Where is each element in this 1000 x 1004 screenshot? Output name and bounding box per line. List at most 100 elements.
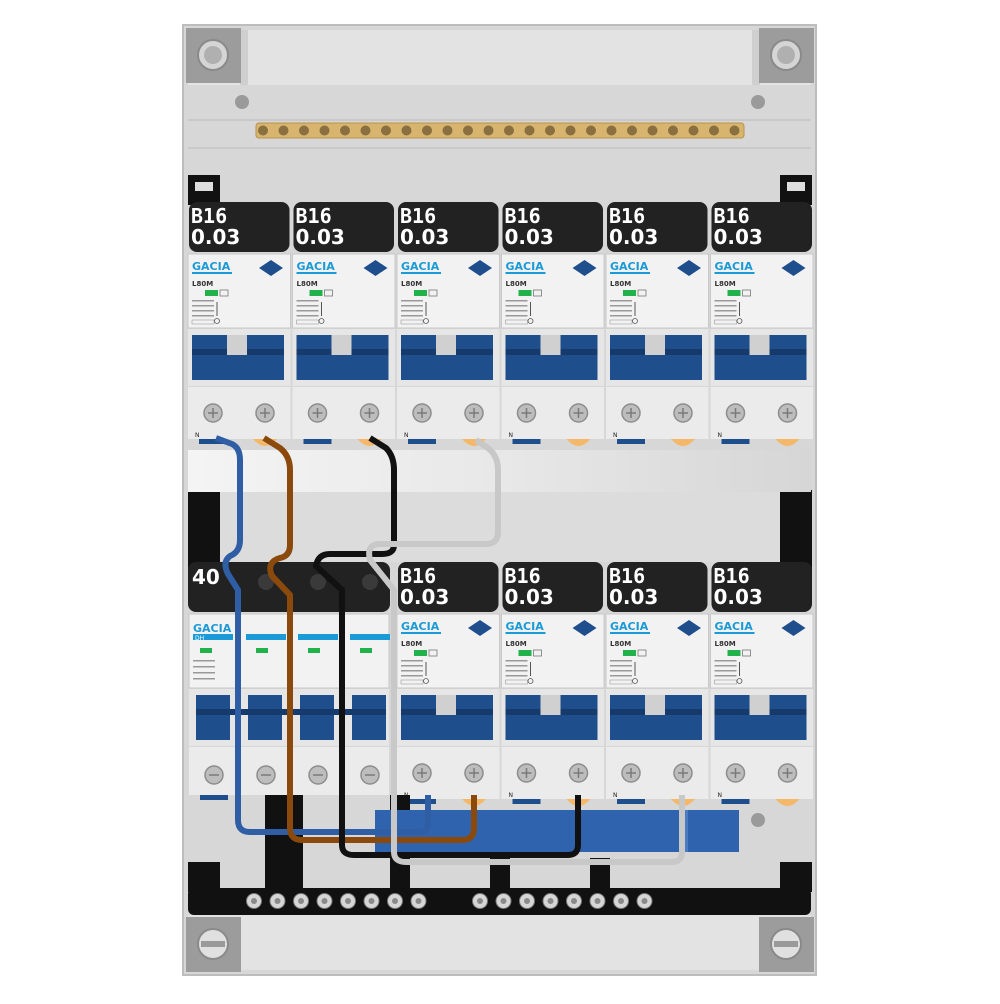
comb-connector	[775, 439, 800, 446]
brand-logo-icon	[572, 260, 597, 276]
terminal-clip	[617, 799, 645, 804]
spec-text-line	[505, 670, 528, 672]
model-label: L80M	[610, 640, 631, 648]
test-symbol-icon	[214, 318, 220, 324]
spec-box-icon	[219, 289, 229, 297]
terminal-clip	[721, 799, 750, 804]
spec-box-icon	[742, 649, 751, 657]
spec-text-line	[610, 300, 632, 302]
brand-logo-icon	[781, 620, 806, 636]
screw-slot	[547, 898, 554, 904]
spec-text-line	[193, 666, 215, 668]
spec-text-line	[714, 315, 737, 317]
spec-box-icon	[533, 289, 542, 297]
brand-logo-icon	[677, 260, 701, 276]
spec-text-line	[505, 315, 528, 317]
corner-screw-top-left	[186, 28, 241, 83]
breaker-rating-label: B16	[714, 204, 750, 228]
pole-label: N	[404, 432, 409, 439]
brand-label: GACIA	[192, 260, 231, 273]
spec-text-line	[192, 310, 214, 312]
brand-logo-icon	[781, 260, 806, 276]
screw-slot	[500, 898, 507, 904]
spec-box-icon	[533, 649, 542, 657]
spec-text-line	[296, 300, 319, 302]
pole-label: N	[613, 432, 618, 439]
status-indicator	[414, 290, 427, 296]
pole-label: N	[613, 792, 618, 799]
brand-stripe	[193, 634, 233, 640]
brand-logo-icon	[259, 260, 283, 276]
model-label: L80M	[192, 280, 213, 288]
model-label: L80M	[401, 640, 422, 648]
breaker-rating-label: B16	[714, 564, 750, 588]
spec-text-line	[610, 665, 632, 667]
brand-underline	[192, 272, 232, 274]
spec-text-line	[714, 310, 737, 312]
spec-text-line	[714, 670, 737, 672]
test-symbol-icon	[423, 678, 429, 684]
brand-logo-icon	[677, 620, 701, 636]
brand-label: GACIA	[506, 620, 545, 633]
test-symbol-icon	[318, 318, 325, 324]
spec-text-line	[296, 310, 319, 312]
corner-screw-bottom-right	[759, 917, 814, 972]
busbar-hole	[729, 125, 740, 136]
breaker-sensitivity-label: 0.03	[191, 225, 240, 249]
brand-label: GACIA	[715, 620, 754, 633]
terminal-clip	[199, 439, 227, 444]
spec-text-line	[505, 675, 528, 677]
brand-logo-icon	[572, 620, 597, 636]
spec-text-line	[192, 315, 214, 317]
spec-box-icon	[296, 319, 319, 325]
spec-text-line	[296, 305, 319, 307]
busbar-hole	[381, 125, 391, 136]
brand-underline	[401, 632, 441, 634]
breaker-sensitivity-label: 0.03	[609, 225, 658, 249]
top-busbar	[255, 122, 745, 139]
corner-screw-bottom-left	[186, 917, 241, 972]
spec-box-icon	[428, 289, 438, 297]
lever-gap	[645, 335, 665, 355]
breaker-label-plate	[502, 202, 603, 252]
brand-logo-icon	[468, 260, 492, 276]
wiring	[214, 435, 685, 865]
busbar-hole	[442, 125, 453, 136]
spec-text-line	[505, 300, 528, 302]
bottom-terminal-block	[246, 893, 653, 909]
status-indicator	[623, 290, 636, 296]
breaker-sensitivity-label: 0.03	[714, 225, 763, 249]
busbar-hole	[524, 125, 535, 136]
comb-connector	[775, 799, 800, 806]
breaker-label-plate	[293, 202, 394, 252]
spec-box-icon	[609, 679, 633, 685]
spec-text-line	[505, 665, 528, 667]
model-label: L80M	[297, 280, 318, 288]
breaker-rating-label: B16	[296, 204, 332, 228]
terminal-clip	[303, 439, 332, 444]
spec-text-line	[296, 315, 319, 317]
terminal-clip	[200, 795, 228, 800]
spec-text-line	[401, 300, 423, 302]
breaker-sensitivity-label: 0.03	[609, 585, 658, 609]
main-switch-rating-label: 40	[192, 565, 220, 589]
screw-slot	[321, 898, 328, 904]
spec-box-icon	[637, 649, 647, 657]
spec-text-line	[610, 305, 632, 307]
phase-l3-wire	[366, 437, 685, 865]
lever-gap	[645, 695, 665, 715]
busbar-hole	[668, 125, 678, 136]
breaker-label-plate	[398, 562, 499, 612]
screw-slot	[524, 898, 530, 904]
